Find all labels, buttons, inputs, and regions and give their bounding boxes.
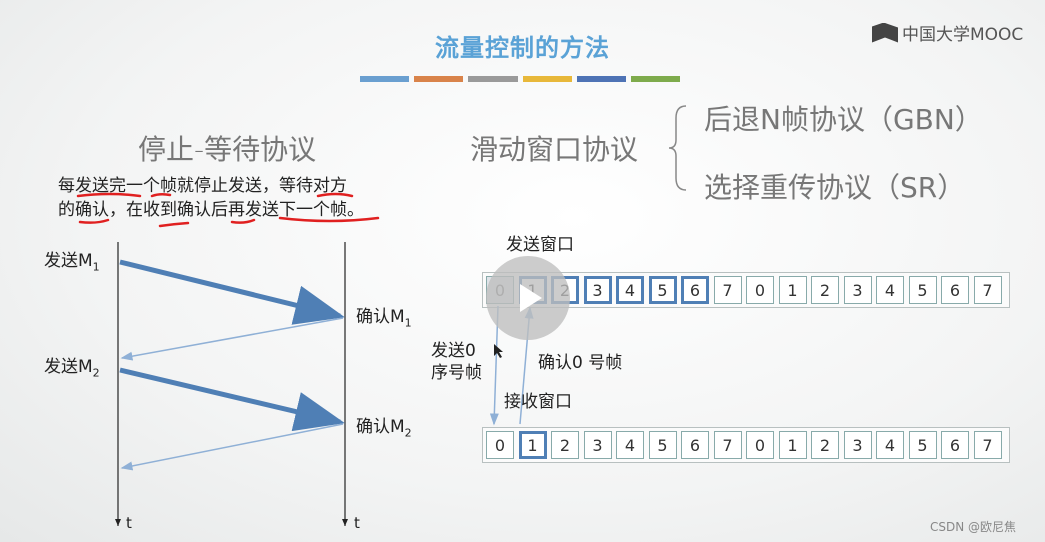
mooc-logo: 中国大学MOOC xyxy=(872,20,1023,45)
color-segment xyxy=(468,76,518,82)
gbn-protocol-label: 后退N帧协议（GBN） xyxy=(704,103,983,136)
csdn-watermark: CSDN @欧尼焦 xyxy=(930,520,1017,534)
sliding-window-heading: 滑动窗口协议 xyxy=(470,133,639,166)
recv-seq-cell: 0 xyxy=(486,431,514,459)
recv-seq-cell: 7 xyxy=(973,431,1002,459)
title-color-bar xyxy=(360,76,681,82)
send-seq-cell: 5 xyxy=(648,276,677,304)
underline-stroke xyxy=(230,218,256,224)
color-segment xyxy=(414,76,464,82)
recv-seq-cell: 6 xyxy=(681,431,709,459)
timeline-arrow-icon xyxy=(342,519,348,526)
video-play-button[interactable] xyxy=(486,256,570,340)
ack-m1-label: 确认M1 xyxy=(356,307,412,330)
send-seq-cell: 5 xyxy=(908,276,937,304)
ack0-label: 确认0 号帧 xyxy=(538,353,623,373)
recv-seq-cell: 1 xyxy=(518,431,547,459)
send-seq-cell: 6 xyxy=(941,276,969,304)
underline-stroke xyxy=(316,192,354,198)
send-seq-cell: 7 xyxy=(973,276,1002,304)
recv-seq-cell: 2 xyxy=(811,431,839,459)
ack-m1-arrow xyxy=(120,317,344,361)
send-seq-cell: 0 xyxy=(746,276,774,304)
recv-seq-cell: 7 xyxy=(713,431,742,459)
send-seq-cell: 3 xyxy=(583,276,612,304)
recv-seq-cell: 5 xyxy=(908,431,937,459)
time-axis-label: t xyxy=(126,514,132,532)
send-seq-cell: 6 xyxy=(681,276,709,304)
underline-stroke xyxy=(76,192,142,198)
send-seq-cell: 3 xyxy=(843,276,872,304)
frame-m1-arrow xyxy=(119,259,345,325)
recv-seq-cell: 3 xyxy=(843,431,872,459)
send-m2-label: 发送M2 xyxy=(44,357,100,380)
stop-wait-description: 每发送完一个帧就停止发送，等待对方 的确认，在收到确认后再发送下一个帧。 xyxy=(58,174,364,222)
mouse-cursor-icon xyxy=(494,344,503,358)
send-seq-cell: 4 xyxy=(876,276,904,304)
recv-seq-cell: 0 xyxy=(746,431,774,459)
timeline-arrow-icon xyxy=(115,519,121,526)
sr-protocol-label: 选择重传协议（SR） xyxy=(704,171,966,204)
mooc-logo-icon xyxy=(872,22,898,43)
ack-m2-arrow xyxy=(120,423,344,471)
color-segment xyxy=(630,76,681,82)
send-m1-label: 发送M1 xyxy=(44,251,100,274)
ack-m2-label: 确认M2 xyxy=(356,417,412,440)
color-segment xyxy=(360,76,410,82)
send-seq-label: 发送0 序号帧 xyxy=(431,341,482,383)
description-line: 每发送完一个帧就停止发送，等待对方 xyxy=(58,176,347,196)
time-axis-label: t xyxy=(354,514,360,532)
recv-seq-cell: 4 xyxy=(876,431,904,459)
send-window-label: 发送窗口 xyxy=(506,235,574,255)
brace-icon xyxy=(668,105,687,191)
underline-stroke xyxy=(158,221,190,228)
logo-text: 中国大学MOOC xyxy=(902,25,1024,45)
send-seq-cell: 7 xyxy=(713,276,742,304)
stop-and-wait-heading: 停止-等待协议 xyxy=(138,133,317,166)
recv-seq-cell: 5 xyxy=(648,431,677,459)
send-seq-cell: 2 xyxy=(811,276,839,304)
color-segment xyxy=(576,76,626,82)
underline-stroke xyxy=(78,218,110,224)
underline-stroke xyxy=(150,192,172,198)
send-seq-cell: 4 xyxy=(616,276,644,304)
recv-seq-cell: 6 xyxy=(941,431,969,459)
recv-seq-cell: 1 xyxy=(778,431,807,459)
send-seq-cell: 1 xyxy=(778,276,807,304)
recv-window-label: 接收窗口 xyxy=(504,392,572,412)
recv-seq-cell: 4 xyxy=(616,431,644,459)
frame-m2-arrow xyxy=(119,367,345,432)
underline-stroke xyxy=(278,216,380,223)
description-line: 的确认，在收到确认后再发送下一个帧。 xyxy=(58,200,364,220)
play-icon xyxy=(520,284,542,312)
slide-title: 流量控制的方法 xyxy=(435,34,610,62)
color-segment xyxy=(522,76,572,82)
recv-seq-cell: 2 xyxy=(551,431,579,459)
recv-seq-cell: 3 xyxy=(583,431,612,459)
